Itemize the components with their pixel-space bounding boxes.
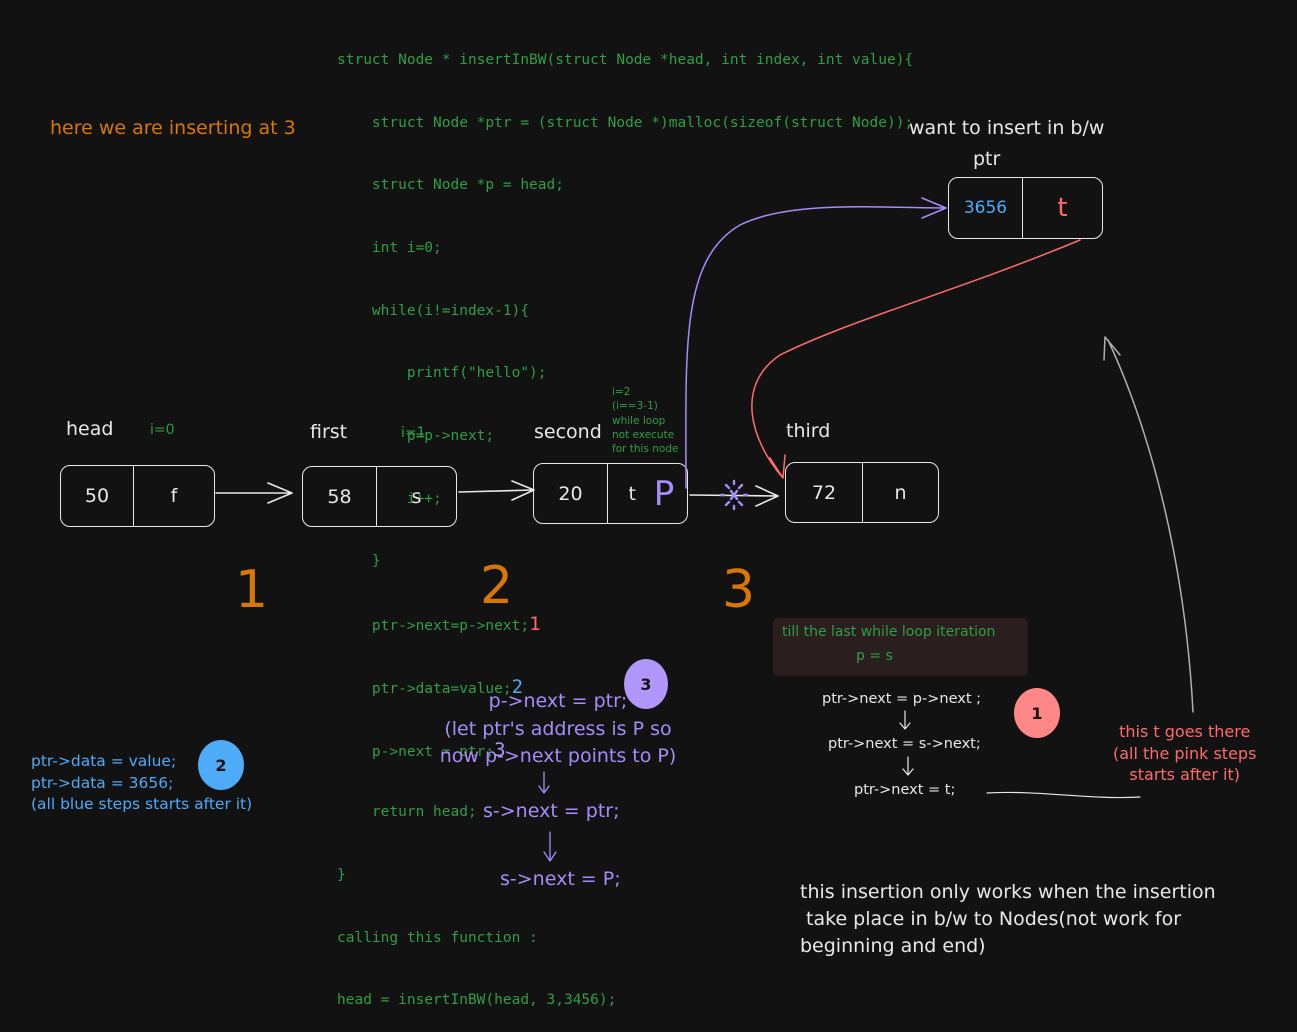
- loop-note-line: not execute: [612, 428, 675, 441]
- step-number-2: 2: [480, 556, 514, 616]
- new-node-next: t: [1057, 193, 1068, 223]
- node-third: 72 n: [785, 462, 939, 523]
- badge-1: 1: [1014, 688, 1060, 738]
- step-number-3: 3: [722, 560, 756, 620]
- code-step-mark-2: 2: [511, 675, 524, 698]
- only-works-line: this insertion only works when the inser…: [800, 881, 1216, 903]
- white-connector: [986, 791, 1141, 799]
- ptr-label: ptr: [973, 148, 1001, 170]
- inserting-at-note: here we are inserting at 3: [50, 117, 296, 139]
- violet-step-2: s->next = ptr;: [483, 800, 620, 822]
- node-data: 58: [327, 485, 352, 508]
- violet-step-line: (let ptr's address is P so: [444, 717, 672, 740]
- code-line: int i=0;: [337, 239, 442, 256]
- code-line-step2: ptr->data=value;2: [337, 675, 913, 698]
- step-arrow-1: [899, 710, 911, 730]
- white-step-line-2: ptr->next = s->next;: [828, 736, 981, 752]
- node-label-head: head: [66, 418, 114, 440]
- code-line: head = insertInBW(head, 3,3456);: [337, 992, 617, 1009]
- node-label-first: first: [310, 421, 348, 443]
- code-line: printf("hello");: [337, 365, 547, 382]
- node-second: 20 t P: [533, 463, 688, 524]
- loop-note: i=2 (i==3-1) while loop not execute for …: [612, 385, 678, 456]
- node-next: n: [894, 481, 907, 504]
- code-line-step1: ptr->next=p->next;1: [337, 614, 913, 635]
- t-goes-there-note: this t goes there (all the pink steps st…: [1113, 721, 1256, 786]
- blue-step-line: ptr->data = value;: [31, 752, 177, 770]
- node-head: 50 f: [60, 465, 215, 527]
- code-line: p=p->next;: [337, 428, 495, 445]
- cut-mark-icon: [719, 479, 749, 511]
- node-next: t: [628, 482, 636, 505]
- white-step-line-1: ptr->next = p->next ;: [822, 691, 981, 707]
- step-arrow-2: [902, 756, 914, 776]
- code-block: struct Node * insertInBW(struct Node *he…: [337, 8, 913, 1032]
- code-line: }: [337, 553, 381, 570]
- code-step-mark-1: 1: [529, 613, 541, 636]
- violet-steps: p->next = ptr; (let ptr's address is P s…: [424, 688, 692, 771]
- loop-note-line: while loop: [612, 414, 666, 427]
- violet-down-arrow-2: [543, 831, 557, 862]
- new-node-ptr: 3656 t: [948, 177, 1103, 239]
- code-line: return head;: [337, 804, 477, 821]
- badge-2: 2: [198, 740, 244, 790]
- code-line: struct Node *p = head;: [337, 177, 564, 194]
- violet-step-3: s->next = P;: [500, 868, 621, 890]
- violet-down-arrow-1: [538, 771, 550, 794]
- counter-i0: i=0: [150, 422, 175, 438]
- node-label-third: third: [786, 420, 831, 442]
- arrow-first-to-second: [458, 480, 535, 501]
- t-note-line: starts after it): [1129, 765, 1240, 784]
- badge-3: 3: [624, 659, 668, 709]
- code-line: i++;: [337, 490, 442, 507]
- arrow-up-to-ptr: [1103, 336, 1194, 713]
- want-insert-note: want to insert in b/w: [909, 117, 1105, 139]
- blue-step-line: (all blue steps starts after it): [31, 795, 253, 813]
- loop-note-line: (i==3-1): [612, 400, 658, 413]
- step-number-1: 1: [235, 560, 269, 620]
- violet-step-line: now p->next points to P): [439, 745, 677, 767]
- t-note-line: this t goes there: [1119, 722, 1251, 741]
- loop-note-box: [773, 618, 1028, 676]
- code-text: ptr->next=p->next;: [337, 618, 530, 635]
- till-last-note: till the last while loop iteration: [782, 624, 996, 640]
- code-line: }: [337, 866, 346, 883]
- node-marker-p: P: [653, 473, 675, 514]
- new-node-data: 3656: [963, 198, 1008, 218]
- code-text: ptr->data=value;: [337, 680, 512, 697]
- code-line: struct Node * insertInBW(struct Node *he…: [337, 51, 914, 68]
- loop-note-line: i=2: [612, 386, 631, 398]
- code-line-step3: p->next = ptr;3: [337, 738, 913, 761]
- node-first: 58 s: [302, 466, 457, 527]
- arrow-p-to-ptr: [685, 197, 947, 489]
- only-works-line: take place in b/w to Nodes(not work for: [800, 908, 1182, 930]
- node-label-second: second: [534, 421, 602, 443]
- node-data: 20: [558, 482, 583, 505]
- connectors-layer: [215, 197, 1194, 862]
- only-works-note: this insertion only works when the inser…: [800, 879, 1216, 960]
- white-step-line-3: ptr->next = t;: [854, 782, 956, 798]
- code-line: while(i!=index-1){: [337, 302, 530, 319]
- code-line: calling this function :: [337, 929, 538, 946]
- counter-i1: i=1: [401, 425, 426, 441]
- node-data: 72: [811, 481, 837, 504]
- node-data: 50: [84, 485, 110, 507]
- node-next: f: [170, 485, 178, 507]
- node-next: s: [411, 485, 422, 508]
- t-note-line: (all the pink steps: [1113, 743, 1257, 763]
- code-text: p->next = ptr;: [337, 743, 495, 760]
- code-step-mark-3: 3: [494, 738, 506, 761]
- only-works-line: beginning and end): [800, 935, 986, 957]
- arrow-head-to-first: [215, 482, 293, 504]
- loop-note-line: for this node: [612, 443, 679, 456]
- blue-step-line: ptr->data = 3656;: [31, 773, 174, 792]
- p-equals-s: p = s: [856, 648, 893, 664]
- code-line: struct Node *ptr = (struct Node *)malloc…: [337, 114, 914, 131]
- violet-step-line: p->next = ptr;: [488, 690, 628, 712]
- arrow-t-to-third: [751, 239, 1081, 479]
- blue-steps: ptr->data = value; ptr->data = 3656; (al…: [31, 751, 252, 816]
